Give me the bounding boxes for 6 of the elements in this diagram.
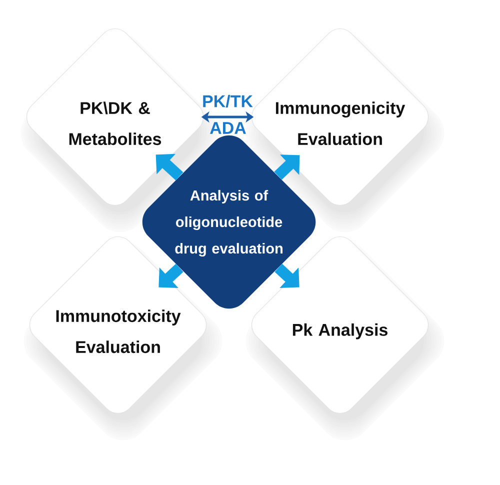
block-arrow (158, 264, 184, 288)
block-arrow (156, 154, 184, 180)
text-label: ADA (210, 122, 246, 134)
block-arrow (274, 264, 300, 288)
edge-label: PK/TK (203, 94, 253, 108)
block-arrow (274, 154, 300, 180)
